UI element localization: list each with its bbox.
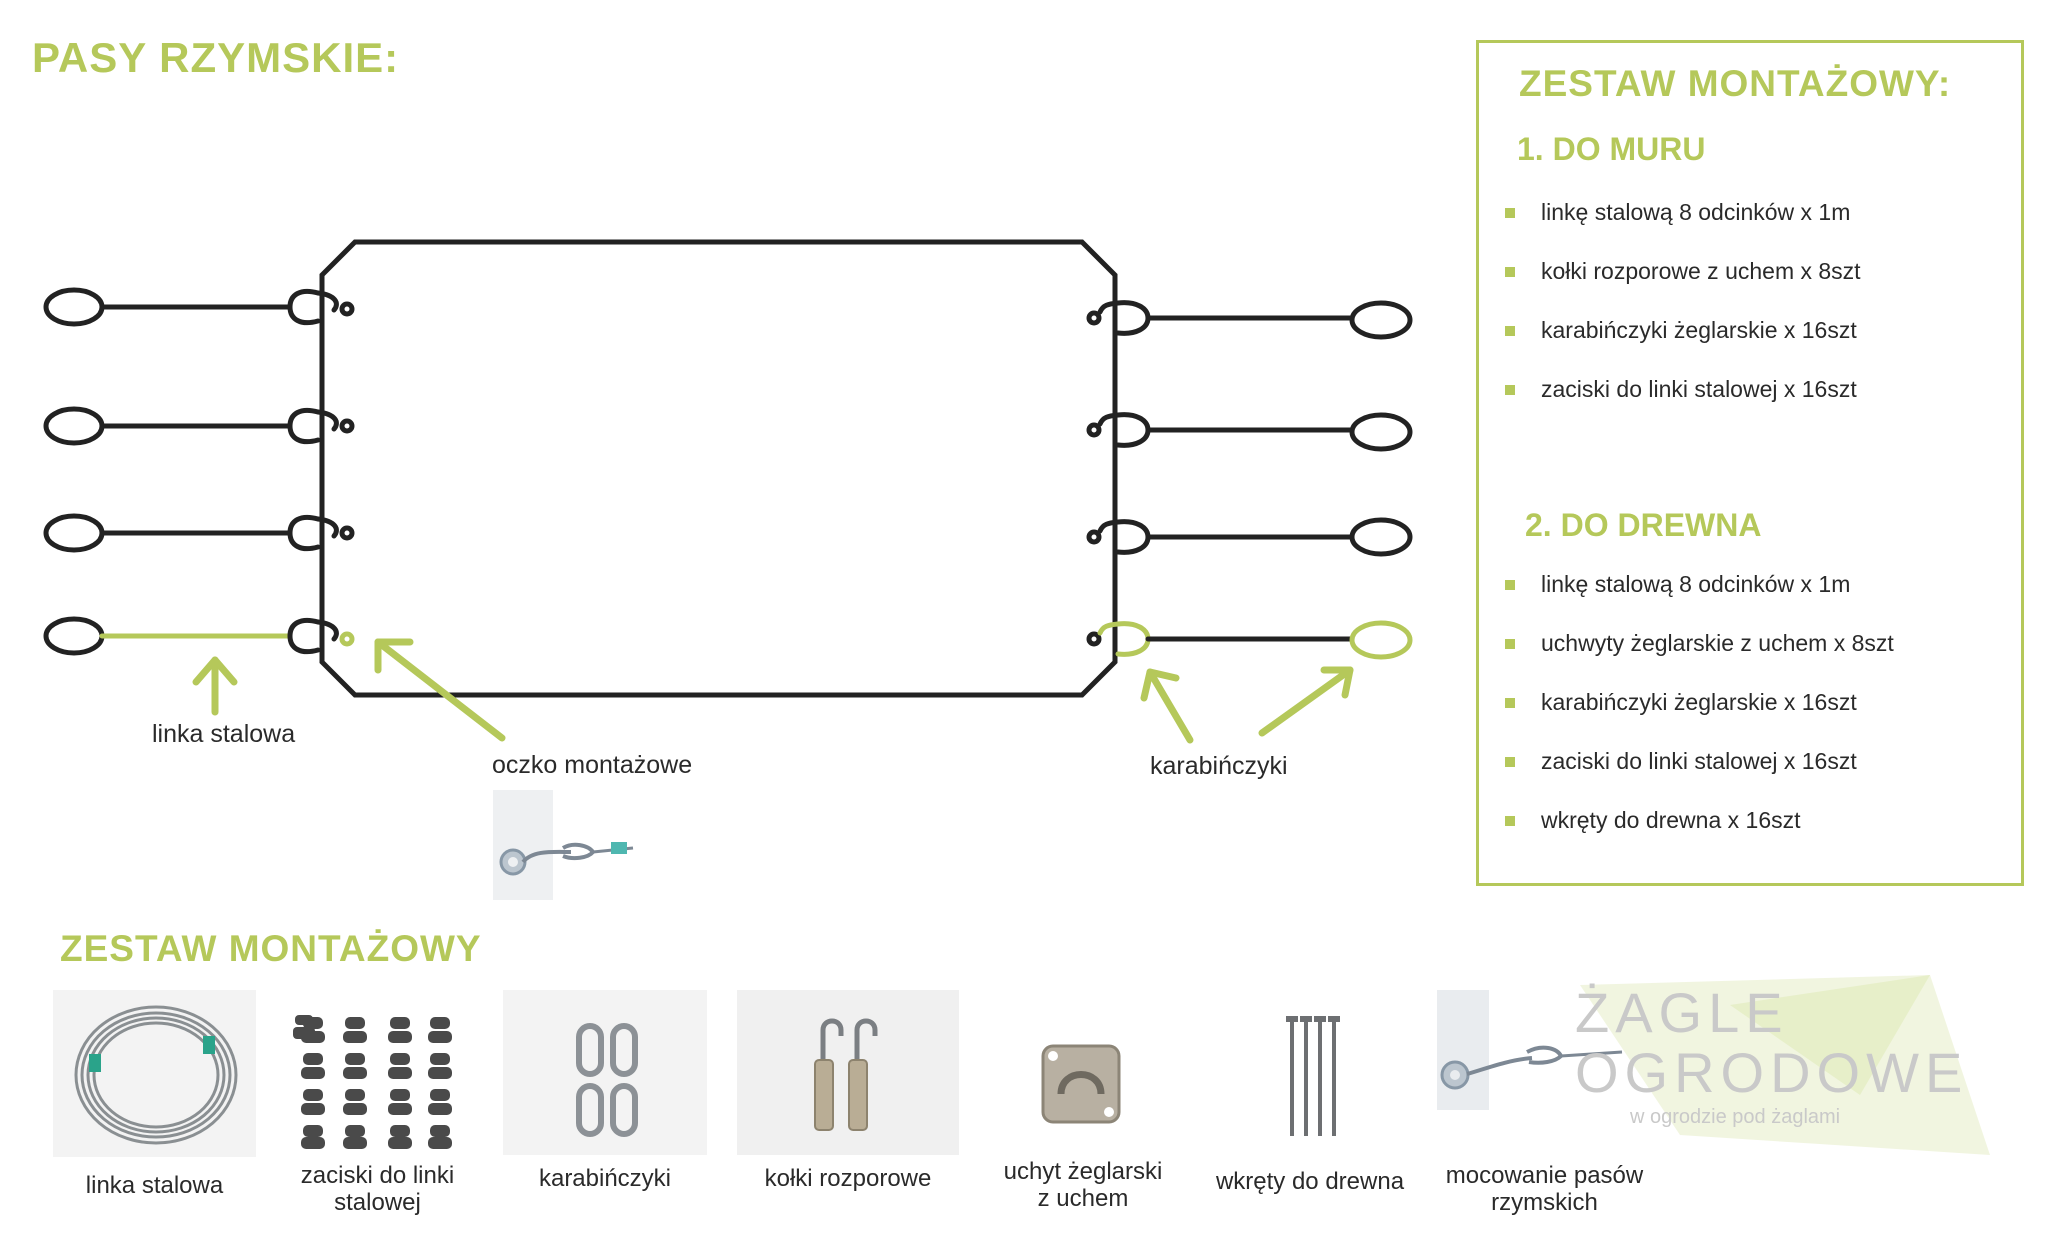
right-carabiner-3 <box>1115 519 1151 555</box>
arrow-eyelet <box>374 638 506 742</box>
arrows <box>192 638 1354 744</box>
label-carabiners: karabińczyki <box>1150 752 1288 780</box>
arrow-carabiner-1 <box>1146 668 1194 744</box>
right-carabiner-1 <box>1115 300 1151 336</box>
right-ring-4-highlight <box>1349 620 1413 660</box>
arrow-carabiner-2 <box>1258 666 1354 737</box>
watermark-line2: OGRODOWE <box>1575 1041 1969 1104</box>
pad-eye-photo-icon <box>1041 1044 1121 1124</box>
bullet-icon <box>1505 580 1515 590</box>
kit-section-2-list: linkę stalową 8 odcinków x 1m uchwyty że… <box>1505 569 1894 864</box>
list-item: linkę stalową 8 odcinków x 1m <box>1505 197 1861 256</box>
list-item: zaciski do linki stalowej x 16szt <box>1505 746 1894 805</box>
left-ring-3 <box>43 513 105 553</box>
list-item: wkręty do drewna x 16szt <box>1505 805 1894 864</box>
label-cable: linka stalowa <box>152 720 296 748</box>
watermark-tagline: w ogrodzie pod żaglami <box>1630 1106 1841 1128</box>
cable-clamps-photo-icon <box>293 1015 452 1149</box>
left-carabiner-4 <box>287 617 321 655</box>
right-ring-1 <box>1349 300 1413 340</box>
left-ring-2 <box>43 406 105 446</box>
bottom-kit-title: ZESTAW MONTAŻOWY <box>60 928 482 969</box>
list-item: karabińczyki żeglarskie x 16szt <box>1505 687 1894 746</box>
list-item: linkę stalową 8 odcinków x 1m <box>1505 569 1894 628</box>
wood-screws-photo-icon <box>1286 1016 1340 1136</box>
bullet-icon <box>1505 757 1515 767</box>
bullet-icon <box>1505 267 1515 277</box>
kit-item-caption: karabińczyki <box>538 1165 672 1192</box>
list-item: kołki rozporowe z uchem x 8szt <box>1505 256 1861 315</box>
bullet-icon <box>1505 208 1515 218</box>
kit-item-caption: kołki rozporowe <box>764 1165 932 1192</box>
kit-panel: ZESTAW MONTAŻOWY: 1. DO MURU linkę stalo… <box>1476 40 2024 886</box>
bullet-icon <box>1505 698 1515 708</box>
left-cables <box>43 287 355 656</box>
eyelet-photo <box>493 790 673 900</box>
watermark-logo <box>1580 975 1990 1155</box>
fabric-panel <box>319 239 1118 698</box>
right-carabiner-2 <box>1115 412 1151 448</box>
left-ring-4 <box>43 616 105 656</box>
left-carabiner-3 <box>287 514 321 552</box>
kit-section-1-heading: 1. DO MURU <box>1517 131 1706 167</box>
steel-cable-photo-icon <box>53 990 256 1157</box>
kit-item-caption: zaciski do linki stalowej <box>300 1162 455 1216</box>
left-ring-1 <box>43 287 105 327</box>
right-carabiner-4-highlight <box>1115 621 1151 657</box>
strap-mount-photo-icon <box>1437 990 1623 1110</box>
bullet-icon <box>1505 639 1515 649</box>
list-item: uchwyty żeglarskie z uchem x 8szt <box>1505 628 1894 687</box>
bullet-icon <box>1505 385 1515 395</box>
label-eyelet: oczko montażowe <box>492 751 693 779</box>
kit-item-caption: mocowanie pasów rzymskich <box>1445 1162 1644 1216</box>
kit-item-caption: linka stalowa <box>85 1172 224 1199</box>
list-item: karabińczyki żeglarskie x 16szt <box>1505 315 1861 374</box>
carabiners-photo-icon <box>503 990 707 1155</box>
right-ring-2 <box>1349 412 1413 452</box>
kit-item-caption: wkręty do drewna <box>1215 1168 1405 1195</box>
watermark-line1: ŻAGLE <box>1575 981 1789 1044</box>
list-item: zaciski do linki stalowej x 16szt <box>1505 374 1861 433</box>
kit-section-2-heading: 2. DO DREWNA <box>1525 507 1762 543</box>
kit-section-1-list: linkę stalową 8 odcinków x 1m kołki rozp… <box>1505 197 1861 433</box>
wall-anchors-photo-icon <box>737 990 959 1155</box>
kit-item-caption: uchyt żeglarski z uchem <box>1003 1158 1163 1212</box>
left-carabiner-2 <box>287 407 321 445</box>
bullet-icon <box>1505 326 1515 336</box>
right-cables <box>1086 300 1413 660</box>
left-carabiner-1 <box>287 288 321 326</box>
kit-title: ZESTAW MONTAŻOWY: <box>1519 63 1952 104</box>
bullet-icon <box>1505 816 1515 826</box>
right-ring-3 <box>1349 517 1413 557</box>
eyelet-highlight <box>339 631 355 647</box>
page-title: PASY RZYMSKIE: <box>32 34 400 81</box>
